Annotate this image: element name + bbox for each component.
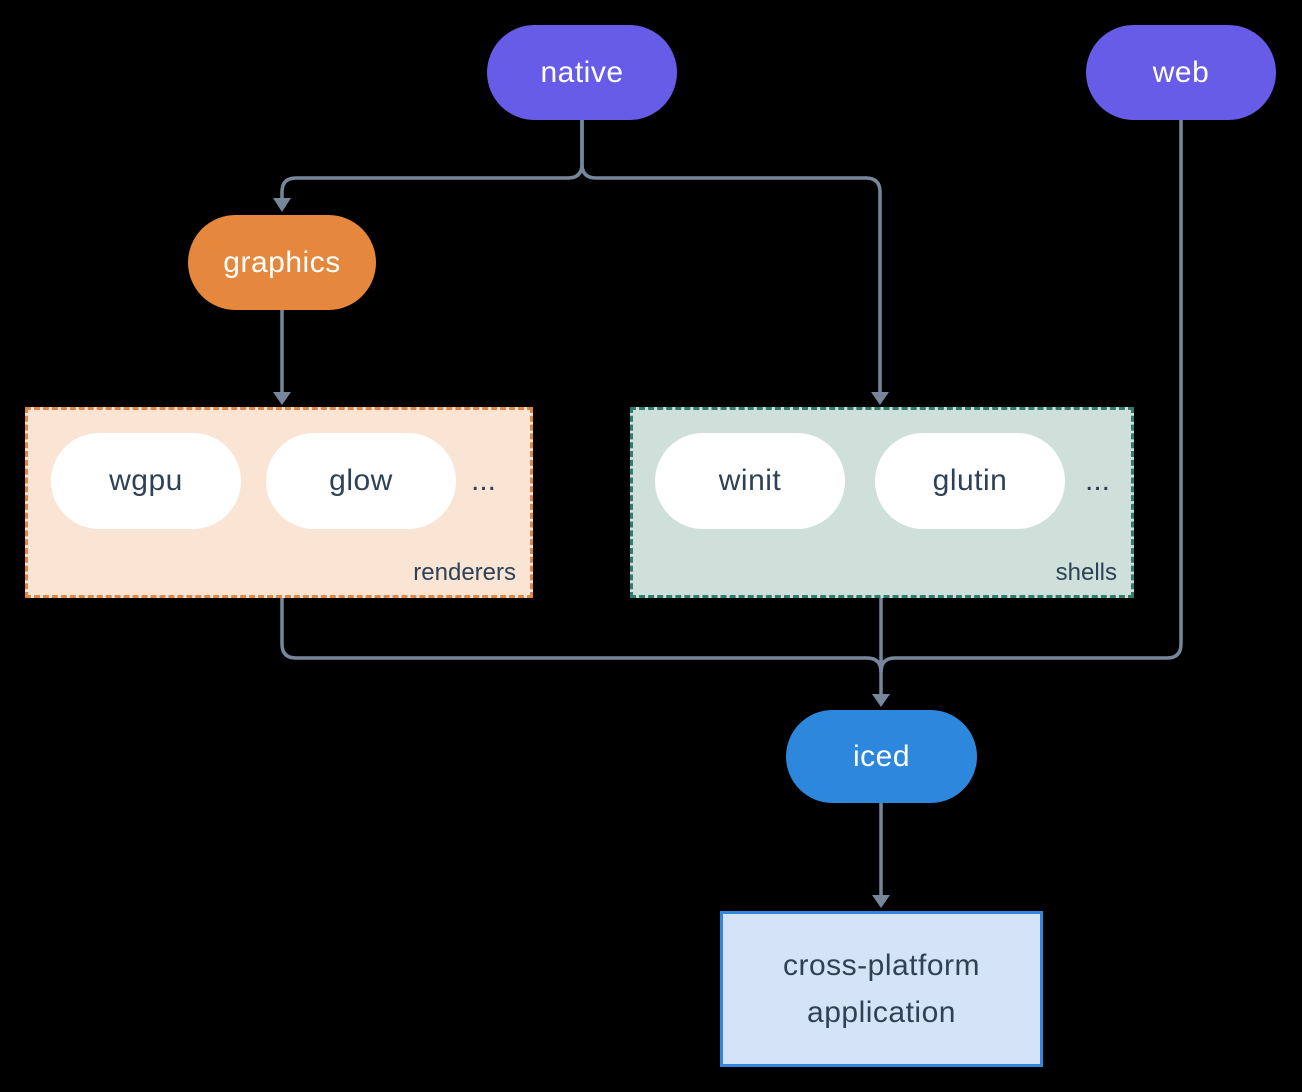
node-cross-platform-application: cross-platform application — [720, 911, 1043, 1067]
application-label-line1: cross-platform — [782, 949, 981, 982]
node-glutin: glutin — [875, 433, 1065, 529]
node-iced: iced — [786, 710, 977, 803]
group-renderers: wgpu glow ... renderers — [25, 407, 533, 598]
node-winit: winit — [655, 433, 845, 529]
edge-native-graphics — [280, 120, 584, 198]
node-native: native — [487, 25, 677, 120]
node-glow: glow — [266, 433, 456, 529]
renderers-ellipsis: ... — [471, 464, 497, 497]
renderers-group-label: renderers — [413, 559, 516, 586]
arrowhead-iced — [872, 694, 890, 707]
arrowhead-shells — [871, 392, 889, 405]
node-wgpu: wgpu — [51, 433, 241, 529]
node-graphics: graphics — [188, 215, 376, 310]
arrowhead-graphics — [273, 198, 291, 212]
node-web: web — [1086, 25, 1276, 120]
shells-ellipsis: ... — [1085, 464, 1111, 497]
group-shells: winit glutin ... shells — [630, 407, 1134, 598]
arrowhead-renderers — [273, 392, 291, 405]
shells-group-label: shells — [1055, 559, 1117, 586]
arrowhead-application — [872, 895, 890, 908]
application-label-line2: application — [807, 996, 956, 1029]
edge-native-shells — [580, 120, 882, 392]
edge-renderers-iced — [280, 598, 883, 673]
